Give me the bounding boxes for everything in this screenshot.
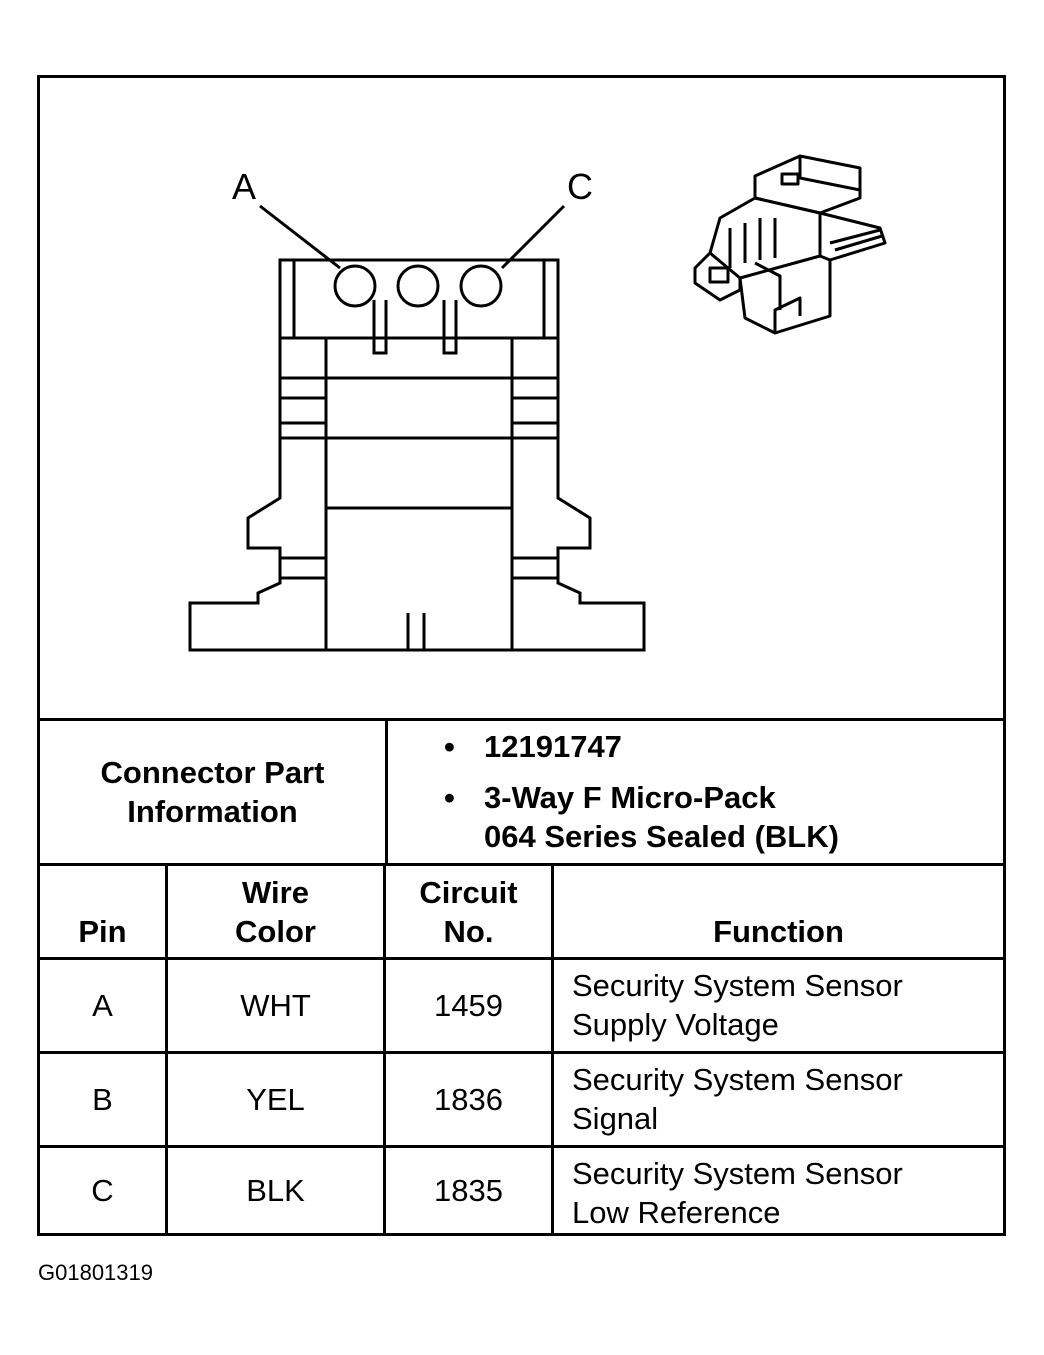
connector-part-info-values: • 12191747 • 3-Way F Micro-Pack 064 Seri… [388, 721, 1003, 863]
part-number: 12191747 [484, 729, 622, 764]
row-wire-color: WHT [168, 960, 386, 1051]
pin-c-cavity [459, 264, 503, 308]
row-circuit: 1835 [386, 1148, 554, 1233]
row-wire-color: YEL [168, 1054, 386, 1145]
connector-part-info-label: Connector Part Information [40, 721, 388, 863]
connector-part-information: Connector Part Information • 12191747 • … [40, 721, 1003, 866]
row-function: Security System Sensor Low Reference [572, 1156, 903, 1230]
row-pin: B [40, 1054, 168, 1145]
bullet-dot: • [444, 780, 455, 815]
row-wire-color: BLK [168, 1148, 386, 1233]
table-row: A WHT 1459 Security System Sensor Supply… [40, 960, 1003, 1054]
connector-lower-body [188, 438, 646, 652]
pinout-table: Pin Wire Color Circuit No. Function A WH… [40, 866, 1003, 1233]
row-pin: A [40, 960, 168, 1051]
pin-a-label: A [232, 166, 256, 207]
table-row: C BLK 1835 Security System Sensor Low Re… [40, 1148, 1003, 1233]
info-label-line1: Connector Part [100, 755, 325, 790]
header-function: Function [713, 914, 844, 949]
connector-drawing: A C [40, 78, 1003, 721]
connector-description-line1: 3-Way F Micro-Pack [484, 780, 776, 815]
table-row: B YEL 1836 Security System Sensor Signal [40, 1054, 1003, 1148]
bullet-dot: • [444, 729, 455, 764]
connector-isometric-sketch [693, 154, 887, 335]
row-pin: C [40, 1148, 168, 1233]
figure-id: G01801319 [38, 1260, 153, 1285]
connector-description-line2: 064 Series Sealed (BLK) [484, 819, 839, 854]
row-circuit: 1836 [386, 1054, 554, 1145]
connector-face-view: A C [188, 154, 887, 652]
header-wire-color: Wire Color [168, 866, 386, 957]
row-function: Security System Sensor Signal [572, 1062, 903, 1136]
row-function: Security System Sensor Supply Voltage [572, 968, 903, 1042]
pin-c-leader-line [500, 204, 566, 270]
header-pin: Pin [40, 866, 168, 957]
table-header-row: Pin Wire Color Circuit No. Function [40, 866, 1003, 960]
pin-a-leader-line [259, 204, 341, 270]
info-label-line2: Information [127, 794, 298, 829]
pin-a-cavity [333, 264, 377, 308]
pin-b-cavity [396, 264, 440, 308]
row-circuit: 1459 [386, 960, 554, 1051]
pin-c-label: C [567, 166, 593, 207]
connector-sheet: A C Connector [37, 75, 1006, 1236]
header-circuit-no: Circuit No. [386, 866, 554, 957]
